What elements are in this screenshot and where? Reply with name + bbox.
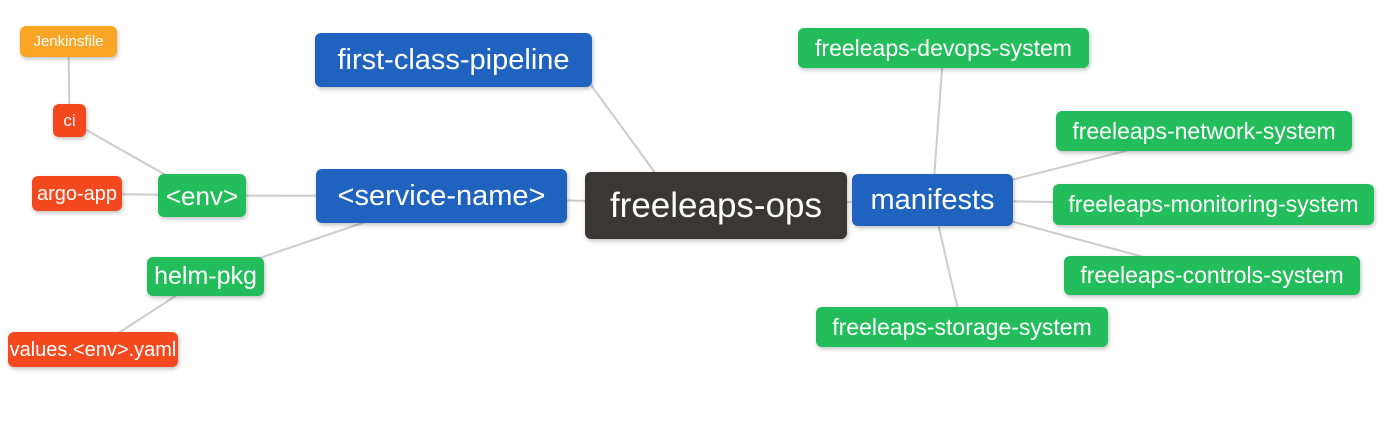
- mindmap-node-freeleaps-devops-system[interactable]: freeleaps-devops-system: [798, 28, 1089, 68]
- mindmap-node-helm-pkg[interactable]: helm-pkg: [147, 257, 264, 296]
- mindmap-node-jenkinsfile[interactable]: Jenkinsfile: [20, 26, 117, 57]
- mindmap-node-manifests[interactable]: manifests: [852, 174, 1013, 226]
- mindmap-node-freeleaps-controls-system[interactable]: freeleaps-controls-system: [1064, 256, 1360, 295]
- mindmap-node-freeleaps-storage-system[interactable]: freeleaps-storage-system: [816, 307, 1108, 347]
- mindmap-node-freeleaps-network-system[interactable]: freeleaps-network-system: [1056, 111, 1352, 151]
- mindmap-node-freeleaps-monitoring-system[interactable]: freeleaps-monitoring-system: [1053, 184, 1374, 225]
- mindmap-node-first-class-pipeline[interactable]: first-class-pipeline: [315, 33, 592, 87]
- edge-first-class-pipeline-freeleaps-ops: [590, 84, 657, 175]
- mindmap-node-service-name[interactable]: <service-name>: [316, 169, 567, 223]
- mindmap-node-argo-app[interactable]: argo-app: [32, 176, 122, 211]
- mindmap-node-ci[interactable]: ci: [53, 104, 86, 137]
- mindmap-node-values-env-yaml[interactable]: values.<env>.yaml: [8, 332, 178, 367]
- mindmap-node-freeleaps-ops[interactable]: freeleaps-ops: [585, 172, 847, 239]
- mindmap-node-env[interactable]: <env>: [158, 174, 246, 217]
